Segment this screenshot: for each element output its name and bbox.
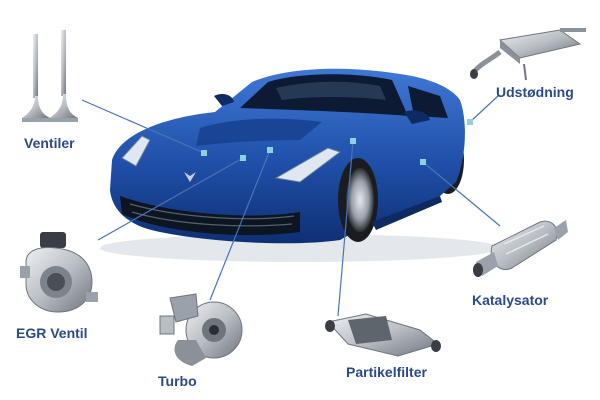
label-partikelfilter: Partikelfilter — [346, 364, 427, 380]
turbo-image — [159, 293, 243, 366]
label-ventiler: Ventiler — [24, 135, 75, 151]
particle-filter-image — [325, 313, 441, 357]
catalytic-converter-image — [473, 220, 568, 277]
valves-image — [22, 30, 78, 122]
label-egr-ventil: EGR Ventil — [16, 325, 88, 341]
connection-dots — [201, 119, 473, 165]
leader-egr — [97, 157, 244, 241]
dot-katalysator — [420, 159, 426, 165]
leader-partikelfilter — [337, 140, 354, 317]
label-turbo: Turbo — [158, 373, 197, 389]
label-katalysator: Katalysator — [472, 292, 549, 308]
leader-udstodning — [469, 95, 499, 123]
dot-udstodning — [467, 119, 473, 125]
car-image — [100, 68, 500, 262]
exhaust-image — [470, 28, 586, 81]
dot-turbo — [267, 147, 273, 153]
egr-valve-image — [20, 232, 98, 313]
leader-lines — [81, 95, 501, 317]
dot-egr — [240, 155, 246, 161]
dot-partikelfilter — [350, 138, 356, 144]
dot-ventiler — [201, 150, 207, 156]
leader-ventiler — [81, 99, 205, 154]
leader-turbo — [209, 149, 271, 301]
label-udstodning: Udstødning — [496, 84, 574, 100]
leader-katalysator — [422, 161, 501, 227]
